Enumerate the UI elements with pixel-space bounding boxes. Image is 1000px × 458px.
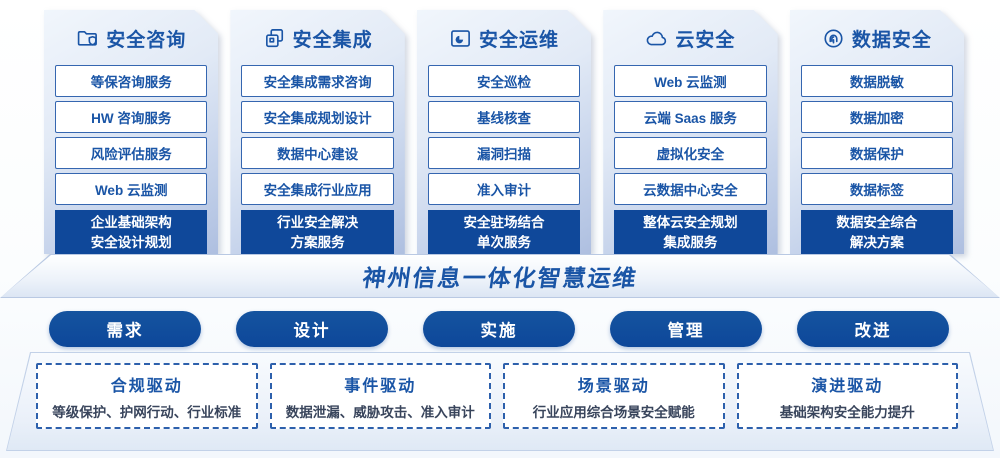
driver-title: 演进驱动 <box>811 377 884 395</box>
fingerprint-icon <box>822 27 845 50</box>
column-header: 安全运维 <box>428 24 580 52</box>
driver-title: 事件驱动 <box>344 377 417 395</box>
documents-icon <box>263 27 286 50</box>
service-item: 等保咨询服务 <box>55 65 207 97</box>
service-item: 风险评估服务 <box>55 137 207 169</box>
folder-shield-icon <box>76 27 99 50</box>
platform-banner-title: 神州信息一体化智慧运维 <box>360 265 640 291</box>
service-item: HW 咨询服务 <box>55 101 207 133</box>
folder-chart-icon <box>449 27 472 50</box>
column-cloud-security: 云安全 Web 云监测 云端 Saas 服务 虚拟化安全 云数据中心安全 整体云… <box>603 10 777 254</box>
pill-management: 管理 <box>610 311 762 347</box>
service-item: 数据标签 <box>801 173 953 205</box>
driver-scenario: 场景驱动 行业应用综合场景安全赋能 <box>503 363 725 429</box>
column-header: 数据安全 <box>801 24 953 52</box>
service-item: 准入审计 <box>428 173 580 205</box>
service-item: 安全集成行业应用 <box>241 173 393 205</box>
pill-design: 设计 <box>236 311 388 347</box>
driver-title: 合规驱动 <box>110 377 183 395</box>
driver-compliance: 合规驱动 等级保护、护网行动、行业标准 <box>36 363 258 429</box>
service-item: 数据脱敏 <box>801 65 953 97</box>
column-data-security: 数据安全 数据脱敏 数据加密 数据保护 数据标签 数据安全综合 解决方案 <box>790 10 964 254</box>
column-header: 安全集成 <box>241 24 393 52</box>
service-item: 数据中心建设 <box>241 137 393 169</box>
driver-incident: 事件驱动 数据泄漏、威胁攻击、准入审计 <box>269 363 491 429</box>
service-item: 虚拟化安全 <box>614 137 766 169</box>
column-title: 安全运维 <box>479 29 560 51</box>
service-item: 数据加密 <box>801 101 953 133</box>
column-header: 安全咨询 <box>55 24 207 52</box>
cloud-icon <box>645 27 668 50</box>
column-title: 数据安全 <box>851 29 932 51</box>
column-security-operations: 安全运维 安全巡检 基线核查 漏洞扫描 准入审计 安全驻场结合 单次服务 <box>417 10 591 254</box>
driver-desc: 等级保护、护网行动、行业标准 <box>52 404 242 420</box>
service-columns: 安全咨询 等保咨询服务 HW 咨询服务 风险评估服务 Web 云监测 企业基础架… <box>44 10 964 254</box>
service-item: Web 云监测 <box>55 173 207 205</box>
driver-desc: 数据泄漏、威胁攻击、准入审计 <box>285 404 475 420</box>
driver-boxes: 合规驱动 等级保护、护网行动、行业标准 事件驱动 数据泄漏、威胁攻击、准入审计 … <box>36 363 958 429</box>
driver-title: 场景驱动 <box>577 377 650 395</box>
pill-improvement: 改进 <box>797 311 949 347</box>
service-item: 安全巡检 <box>428 65 580 97</box>
column-header: 云安全 <box>614 24 766 52</box>
pill-implementation: 实施 <box>423 311 575 347</box>
column-title: 云安全 <box>675 29 736 51</box>
driver-desc: 基础架构安全能力提升 <box>779 404 915 420</box>
service-item: 安全集成规划设计 <box>241 101 393 133</box>
column-title: 安全咨询 <box>106 29 187 51</box>
column-footer: 企业基础架构 安全设计规划 <box>55 210 207 256</box>
service-item: Web 云监测 <box>614 65 766 97</box>
column-security-integration: 安全集成 安全集成需求咨询 安全集成规划设计 数据中心建设 安全集成行业应用 行… <box>230 10 404 254</box>
process-pills: 需求 设计 实施 管理 改进 <box>49 311 949 347</box>
driver-evolution: 演进驱动 基础架构安全能力提升 <box>736 363 958 429</box>
service-item: 基线核查 <box>428 101 580 133</box>
service-item: 云数据中心安全 <box>614 173 766 205</box>
column-footer: 安全驻场结合 单次服务 <box>428 210 580 256</box>
service-item: 漏洞扫描 <box>428 137 580 169</box>
platform-banner: 神州信息一体化智慧运维 <box>0 254 1000 298</box>
column-security-consulting: 安全咨询 等保咨询服务 HW 咨询服务 风险评估服务 Web 云监测 企业基础架… <box>44 10 218 254</box>
column-footer: 整体云安全规划 集成服务 <box>614 210 766 256</box>
service-item: 云端 Saas 服务 <box>614 101 766 133</box>
service-item: 数据保护 <box>801 137 953 169</box>
driver-desc: 行业应用综合场景安全赋能 <box>532 404 695 420</box>
column-footer: 数据安全综合 解决方案 <box>801 210 953 256</box>
service-item: 安全集成需求咨询 <box>241 65 393 97</box>
pill-requirement: 需求 <box>49 311 201 347</box>
column-footer: 行业安全解决 方案服务 <box>241 210 393 256</box>
column-title: 安全集成 <box>292 29 373 51</box>
